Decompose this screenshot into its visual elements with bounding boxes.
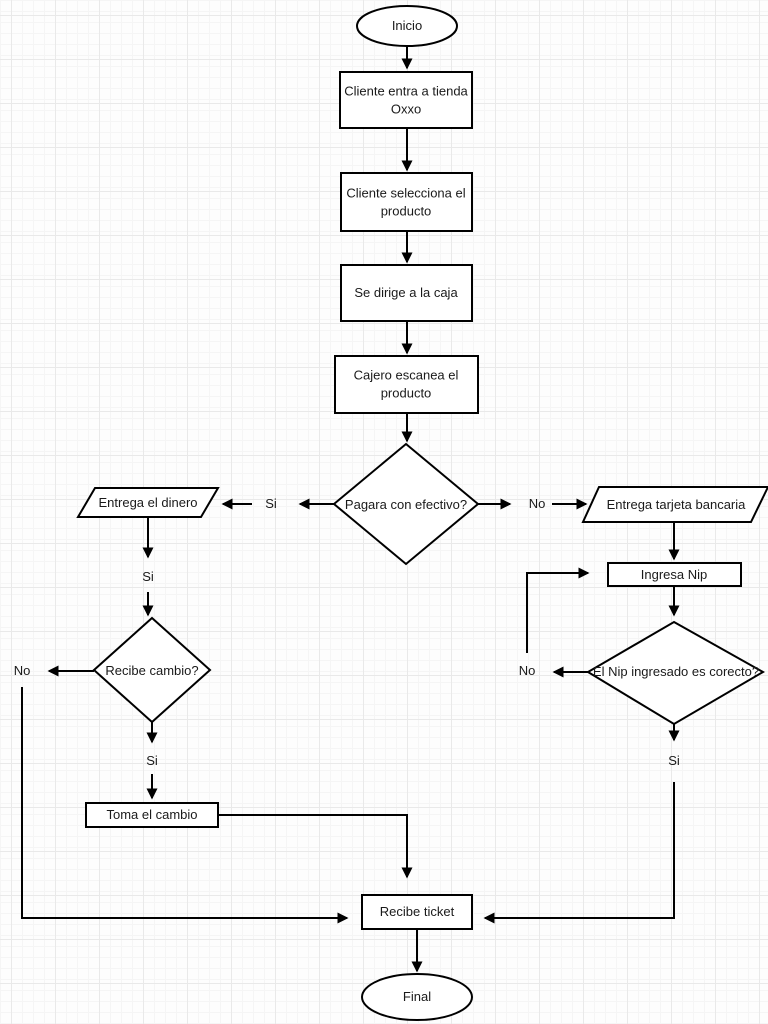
nip-correcto-decision-shape	[586, 620, 766, 726]
dirige-caja-process-shape	[340, 264, 473, 322]
inicio-label: Inicio	[391, 18, 423, 34]
pagara-efectivo-decision-shape	[332, 442, 480, 566]
edge-no-loop-to-ingresa-nip	[526, 567, 590, 653]
entra-tienda-line2: Oxxo	[390, 101, 422, 116]
entrega-dinero-label: Entrega el dinero	[98, 495, 198, 511]
selecciona-producto-label: Cliente selecciona el producto	[346, 184, 465, 219]
recibe-cambio-decision-shape	[92, 616, 212, 724]
entra-tienda-line1: Cliente entra a tienda	[344, 83, 468, 99]
cajero-escanea-label: Cajero escanea el producto	[354, 366, 459, 401]
recibe-ticket-process-shape	[361, 894, 473, 930]
edge-nip-si-to-recibe-ticket	[483, 782, 675, 924]
edge-label-efectivo-no: No	[528, 496, 546, 512]
entrega-tarjeta-io-shape	[581, 486, 768, 523]
edge-label-efectivo-si: Si	[265, 496, 277, 512]
final-label: Final	[402, 989, 432, 1005]
flow-edges	[21, 46, 680, 973]
edge-label-cambio-no: No	[13, 663, 31, 679]
entra-tienda-label: Cliente entra a tienda Oxxo	[344, 82, 468, 117]
entra-tienda-process-shape	[339, 71, 473, 129]
entrega-tarjeta-label: Entrega tarjeta bancaria	[606, 497, 746, 513]
edge-toma-cambio-to-recibe-ticket	[218, 814, 413, 879]
selecciona-producto-process-shape	[340, 172, 473, 232]
edge-label-dinero-si: Si	[142, 569, 154, 585]
pagara-efectivo-label: Pagara con efectivo?	[344, 497, 468, 513]
ingresa-nip-label: Ingresa Nip	[640, 567, 708, 583]
recibe-ticket-label: Recibe ticket	[379, 904, 455, 920]
nip-correcto-label: El Nip ingresado es corecto?	[592, 664, 760, 680]
dirige-caja-label: Se dirige a la caja	[354, 285, 458, 301]
edge-label-nip-no: No	[518, 663, 536, 679]
cajero-escanea-line2: producto	[380, 385, 432, 400]
flow-shapes	[76, 5, 768, 1021]
recibe-cambio-label: Recibe cambio?	[105, 663, 199, 679]
toma-cambio-label: Toma el cambio	[106, 807, 198, 823]
toma-cambio-process-shape	[85, 802, 219, 828]
edge-label-cambio-si: Si	[146, 753, 158, 769]
selecciona-producto-line2: producto	[380, 203, 432, 218]
cajero-escanea-line1: Cajero escanea el	[353, 367, 459, 383]
inicio-terminator-shape	[356, 5, 458, 47]
entrega-dinero-io-shape	[76, 487, 220, 518]
selecciona-producto-line1: Cliente selecciona el	[346, 185, 466, 201]
cajero-escanea-process-shape	[334, 355, 479, 414]
final-terminator-shape	[361, 973, 473, 1021]
edge-label-nip-si: Si	[668, 753, 680, 769]
ingresa-nip-process-shape	[607, 562, 742, 587]
edge-no-to-recibe-ticket	[21, 687, 349, 924]
